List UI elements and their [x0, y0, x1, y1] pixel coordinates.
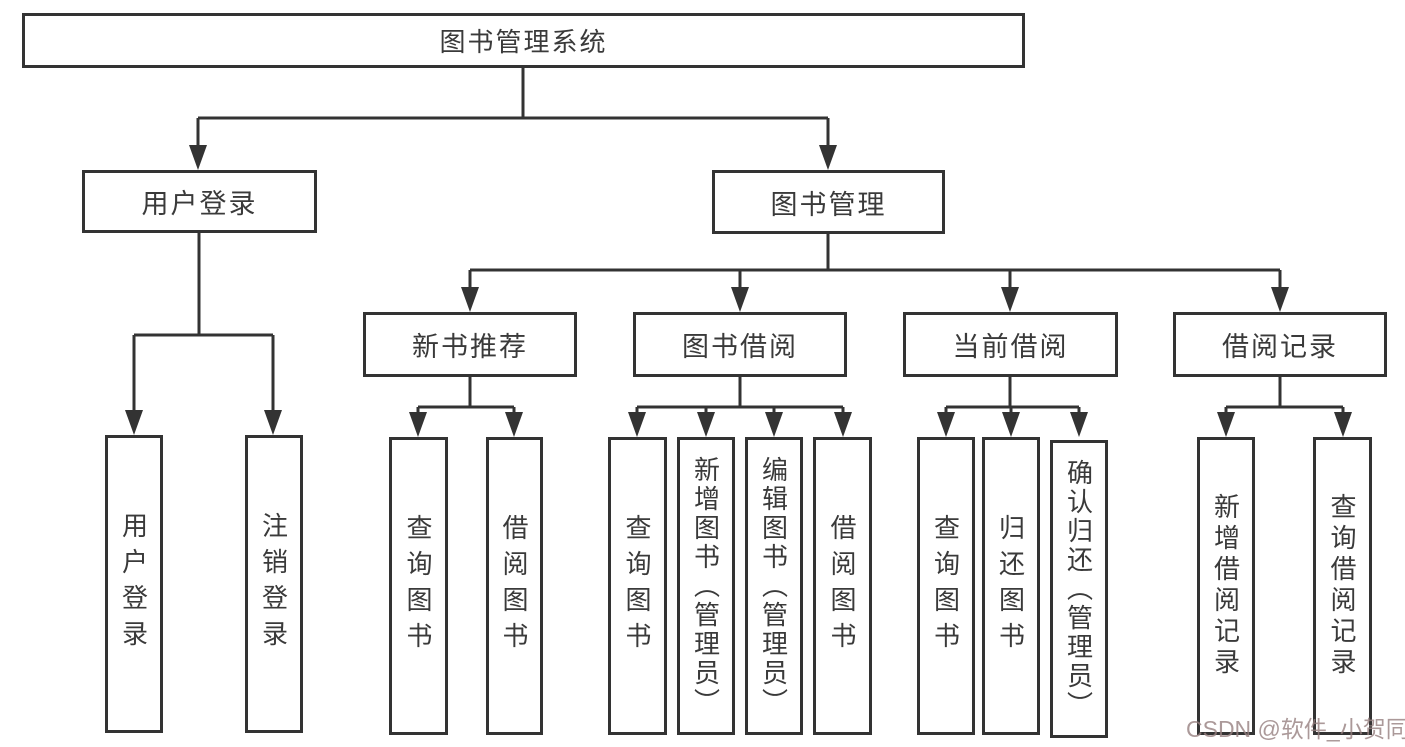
csdn-watermark: CSDN @软件_小贺同学 [1186, 716, 1405, 742]
arrow-icon [125, 410, 143, 435]
connector-borrow-records-branch [1226, 377, 1343, 409]
leaf-user-login: 用户登录 [105, 435, 163, 733]
leaf-bb-edit-books-admin: 编辑图书（管理员） [745, 437, 803, 735]
arrow-icon [1001, 287, 1019, 312]
connector-book-mgmt-branch [470, 234, 1280, 272]
leaf-br-add-record: 新增借阅记录 [1197, 437, 1255, 735]
node-new-book-recommend: 新书推荐 [363, 312, 577, 377]
connector-arrowheads [125, 145, 1352, 437]
arrow-icon [1334, 412, 1352, 437]
arrow-icon [628, 412, 646, 437]
leaf-logout: 注销登录 [245, 435, 303, 733]
node-book-borrow: 图书借阅 [633, 312, 847, 377]
arrow-icon [461, 287, 479, 312]
leaf-br-query-record: 查询借阅记录 [1313, 437, 1372, 735]
connector-new-book-branch [418, 377, 514, 409]
leaf-nb-query-books: 查询图书 [389, 437, 448, 735]
node-book-management: 图书管理 [712, 170, 945, 234]
node-current-borrow: 当前借阅 [903, 312, 1118, 377]
arrow-icon [731, 287, 749, 312]
node-user-login: 用户登录 [82, 170, 317, 233]
arrow-icon [1271, 287, 1289, 312]
arrow-icon [264, 410, 282, 435]
leaf-bb-borrow-books: 借阅图书 [813, 437, 872, 735]
connector-root-branch [198, 68, 828, 120]
arrow-icon [834, 412, 852, 437]
leaf-bb-add-books-admin: 新增图书（管理员） [677, 437, 735, 735]
connector-current-borrow-branch [946, 377, 1079, 409]
arrow-icon [1070, 412, 1088, 437]
leaf-cb-query-books: 查询图书 [917, 437, 975, 735]
arrow-icon [819, 145, 837, 170]
node-root-library-system: 图书管理系统 [22, 13, 1025, 68]
arrow-icon [505, 412, 523, 437]
node-borrow-records: 借阅记录 [1173, 312, 1387, 377]
connector-user-login-branch [134, 233, 273, 337]
arrow-icon [697, 412, 715, 437]
leaf-nb-borrow-books: 借阅图书 [486, 437, 543, 735]
arrow-icon [1217, 412, 1235, 437]
arrow-icon [937, 412, 955, 437]
leaf-cb-return-books: 归还图书 [982, 437, 1040, 735]
arrow-icon [765, 412, 783, 437]
arrow-icon [189, 145, 207, 170]
arrow-icon [1002, 412, 1020, 437]
connector-book-borrow-branch [637, 377, 843, 409]
arrow-icon [409, 412, 427, 437]
leaf-bb-query-books: 查询图书 [608, 437, 667, 735]
leaf-cb-confirm-return-admin: 确认归还（管理员） [1050, 440, 1108, 738]
